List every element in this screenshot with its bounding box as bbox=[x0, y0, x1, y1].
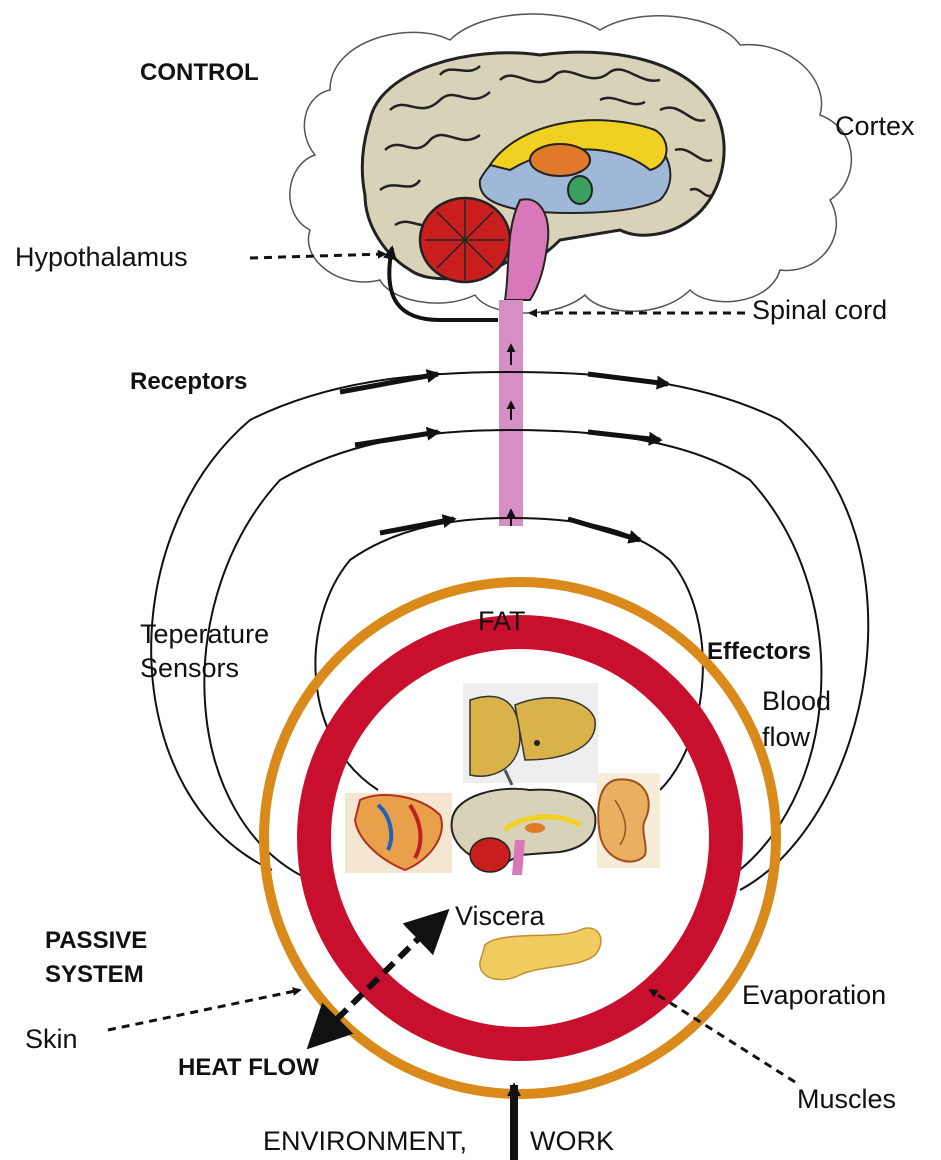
muscles-label: Muscles bbox=[797, 1084, 896, 1114]
spinal-cord-label: Spinal cord bbox=[752, 295, 887, 325]
brain-small-icon bbox=[452, 789, 596, 875]
skin-label: Skin bbox=[25, 1024, 78, 1054]
fat-label: FAT bbox=[478, 606, 526, 636]
cerebellum bbox=[420, 198, 510, 282]
blood-flow-label-line2: flow bbox=[762, 722, 811, 752]
sensors-label-line2: Sensors bbox=[140, 653, 239, 683]
hypothalamus-label: Hypothalamus bbox=[15, 242, 188, 272]
evaporation-label: Evaporation bbox=[742, 980, 886, 1010]
cortex-label: Cortex bbox=[835, 111, 915, 141]
sensors-label-line1: Teperature bbox=[140, 619, 269, 649]
blood-flow-label-line1: Blood bbox=[762, 686, 831, 716]
liver-icon bbox=[463, 683, 598, 785]
effectors-label: Effectors bbox=[707, 638, 811, 665]
passive-label-line2: SYSTEM bbox=[45, 961, 144, 988]
heart-icon bbox=[345, 793, 452, 873]
receptors-label: Receptors bbox=[130, 368, 247, 395]
passive-label-line1: PASSIVE bbox=[45, 927, 147, 954]
viscera-label: Viscera bbox=[455, 901, 546, 931]
heat-flow-label: HEAT FLOW bbox=[178, 1054, 319, 1081]
pancreas-icon bbox=[480, 928, 601, 980]
kidney-icon bbox=[597, 773, 660, 868]
work-label: WORK bbox=[530, 1126, 614, 1156]
environment-label: ENVIRONMENT, bbox=[263, 1126, 467, 1156]
control-label: CONTROL bbox=[140, 59, 259, 86]
